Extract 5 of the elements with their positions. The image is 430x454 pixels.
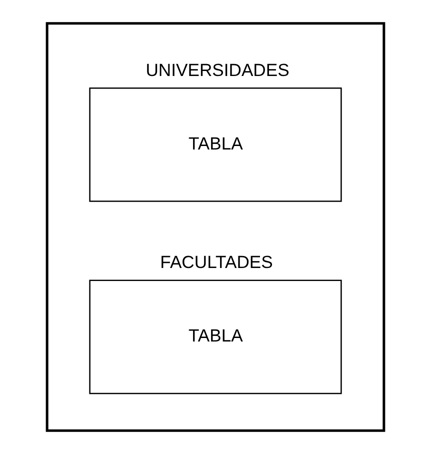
node-box: TABLA [88, 280, 342, 394]
node-label: FACULTADES [160, 252, 272, 272]
cluster [45, 22, 385, 432]
node-box: TABLA [88, 88, 342, 202]
node-label: UNIVERSIDADES [145, 60, 289, 80]
